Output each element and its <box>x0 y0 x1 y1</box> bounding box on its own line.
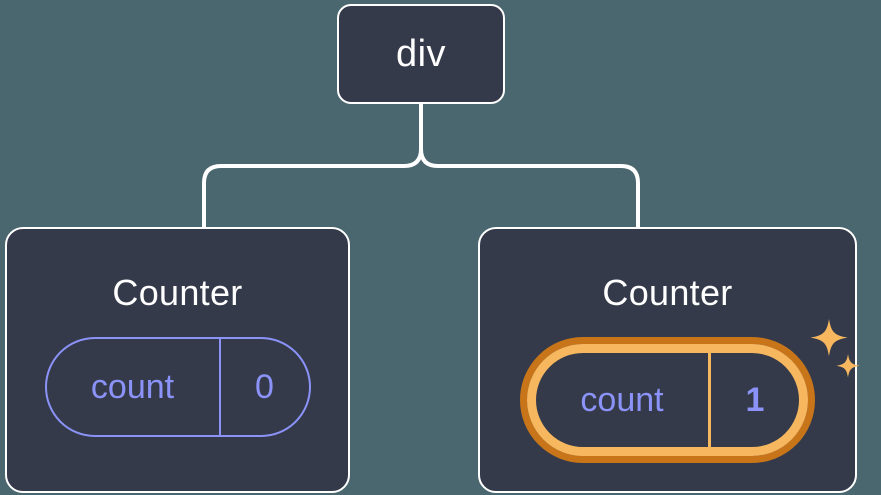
state-key-left: count <box>90 368 175 406</box>
node-counter-left-label: Counter <box>112 272 243 313</box>
node-counter-right[interactable]: Counter count 1 <box>478 227 860 493</box>
node-counter-right-label: Counter <box>602 272 733 313</box>
state-value-right: 1 <box>708 353 799 447</box>
sparkle-small-icon <box>836 354 860 378</box>
node-root-div[interactable]: div <box>337 4 505 104</box>
state-pill-right-inner: count 1 <box>527 344 808 456</box>
edge-root-to-right <box>419 102 640 229</box>
state-pill-right-wrap: count 1 <box>520 319 860 463</box>
node-counter-left[interactable]: Counter count 0 <box>5 227 350 493</box>
state-key-right: count <box>580 381 664 419</box>
sparkle-icon <box>810 319 860 378</box>
state-pill-left[interactable]: count 0 <box>44 337 311 437</box>
state-pill-right-highlighted[interactable]: count 1 <box>520 337 815 463</box>
state-value-left: 0 <box>218 339 309 435</box>
edge-root-to-left <box>202 102 423 229</box>
node-root-label: div <box>395 33 447 75</box>
state-pill-left-wrap: count 0 <box>44 337 311 437</box>
sparkle-large-icon <box>810 319 848 357</box>
